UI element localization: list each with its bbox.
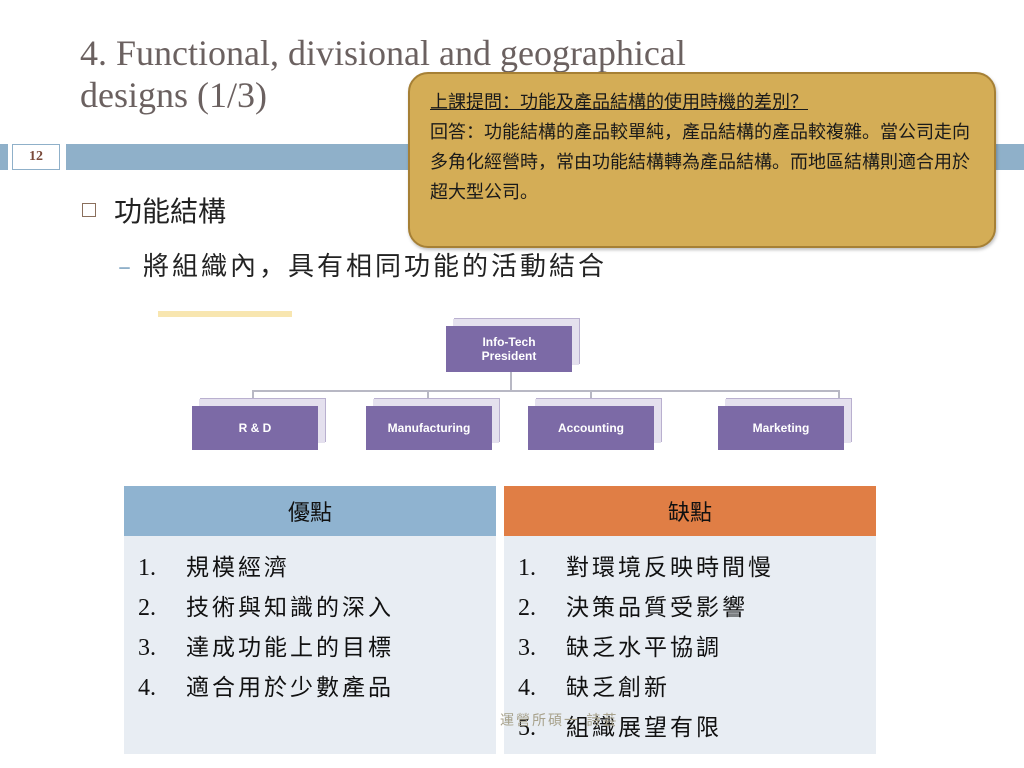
callout-question: 上課提問：功能及產品結構的使用時機的差別？ [430, 92, 808, 113]
list-item: 1. 對環境反映時間慢 [518, 548, 876, 588]
bullet-level2: –將組織內，具有相同功能的活動結合 [118, 250, 607, 284]
bullet-level1-text: 功能結構 [114, 195, 227, 228]
connector-top-vertical [510, 372, 512, 390]
slide-title-line2: designs (1/3) [80, 75, 267, 115]
list-item: 4. 缺乏創新 [518, 668, 876, 708]
list-item: 2. 技術與知識的深入 [138, 588, 496, 628]
org-box-manufacturing: Manufacturing [366, 406, 492, 450]
item-number: 1. [518, 555, 536, 581]
list-item: 2. 決策品質受影響 [518, 588, 876, 628]
item-number: 2. [518, 595, 536, 621]
disadvantages-list: 1. 對環境反映時間慢 2. 決策品質受影響 3. 缺乏水平協調 4. 缺乏創新 5. 組… [504, 536, 876, 748]
org-president-line1: Info-Tech [482, 335, 536, 349]
dash-bullet-icon: – [118, 252, 131, 282]
pros-cons-table: 優點 1. 規模經濟 2. 技術與知識的深入 3. 達成功能上的目標 4. 適合用於少數… [124, 486, 876, 754]
header-band-left [0, 144, 8, 170]
list-item: 3. 缺乏水平協調 [518, 628, 876, 668]
org-box-accounting: Accounting [528, 406, 654, 450]
slide-title: 4. Functional, divisional and geographic… [80, 32, 880, 116]
connector-marketing [838, 390, 840, 408]
item-text: 缺乏創新 [566, 675, 670, 701]
list-item: 5. 組織展望有限 [518, 708, 876, 748]
list-item: 3. 達成功能上的目標 [138, 628, 496, 668]
disadvantages-column: 缺點 1. 對環境反映時間慢 2. 決策品質受影響 3. 缺乏水平協調 4. 缺乏創新 … [504, 486, 876, 754]
item-number: 1. [138, 555, 156, 581]
footer-text: 運營所碩一 詩芸 [500, 713, 619, 729]
item-text: 達成功能上的目標 [186, 635, 394, 661]
list-item: 4. 適合用於少數產品 [138, 668, 496, 708]
advantages-column: 優點 1. 規模經濟 2. 技術與知識的深入 3. 達成功能上的目標 4. 適合用於少數… [124, 486, 496, 754]
item-text: 缺乏水平協調 [566, 635, 722, 661]
item-number: 3. [138, 635, 156, 661]
item-text: 規模經濟 [186, 555, 290, 581]
item-number: 4. [138, 675, 156, 701]
slide-title-line1: 4. Functional, divisional and geographic… [80, 33, 686, 73]
bullet-level1: 功能結構 [82, 194, 226, 230]
callout-box: 上課提問：功能及產品結構的使用時機的差別？ 回答：功能結構的產品較單純，產品結構… [408, 72, 996, 248]
item-text: 適合用於少數產品 [186, 675, 394, 701]
advantages-list: 1. 規模經濟 2. 技術與知識的深入 3. 達成功能上的目標 4. 適合用於少數產品 [124, 536, 496, 708]
highlight-bar [158, 311, 292, 317]
square-bullet-icon [82, 203, 96, 217]
item-number: 4. [518, 675, 536, 701]
org-box-rd: R & D [192, 406, 318, 450]
connector-manufacturing [427, 390, 429, 408]
org-box-marketing: Marketing [718, 406, 844, 450]
bullet-level2-text: 將組織內，具有相同功能的活動結合 [143, 252, 608, 282]
org-president-line2: President [481, 349, 537, 363]
item-text: 對環境反映時間慢 [566, 555, 774, 581]
connector-accounting [590, 390, 592, 408]
callout-answer: 回答：功能結構的產品較單純，產品結構的產品較複雜。當公司走向多角化經營時，常由功… [430, 122, 970, 203]
item-text: 技術與知識的深入 [186, 595, 394, 621]
org-box-president: Info-Tech President [446, 326, 572, 372]
item-text: 組織展望有限 [566, 715, 722, 741]
callout-text: 上課提問：功能及產品結構的使用時機的差別？ 回答：功能結構的產品較單純，產品結構… [430, 88, 980, 208]
disadvantages-header: 缺點 [504, 486, 876, 536]
item-text: 決策品質受影響 [566, 595, 748, 621]
item-number: 3. [518, 635, 536, 661]
item-number: 5. [518, 715, 536, 741]
connector-rd [252, 390, 254, 408]
list-item: 1. 規模經濟 [138, 548, 496, 588]
item-number: 2. [138, 595, 156, 621]
connector-horizontal [252, 390, 840, 392]
page-number: 12 [12, 144, 60, 170]
advantages-header: 優點 [124, 486, 496, 536]
